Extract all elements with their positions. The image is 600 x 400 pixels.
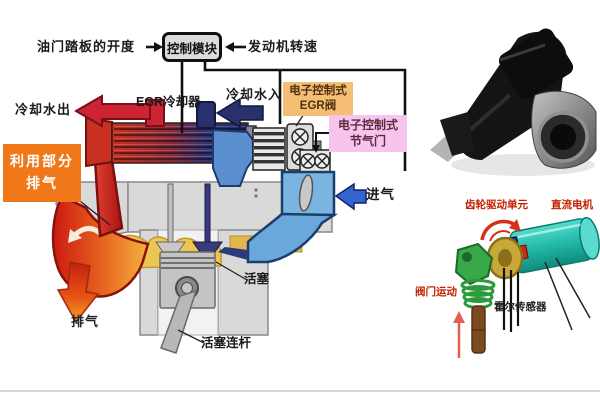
intake-port — [218, 247, 248, 260]
exhaust-label: 排气 — [71, 314, 100, 329]
valve-spring — [460, 279, 496, 309]
intake-duct — [246, 212, 339, 264]
valve-motion-label: 阀门运动 — [415, 286, 457, 298]
egr-valve-callout-line1: 电子控制式 — [289, 85, 347, 97]
hall-sensor-label: 霍尔传感器 — [494, 301, 547, 313]
motor-wire — [555, 257, 591, 319]
coolant-out-arrow — [73, 94, 165, 128]
throttle-butterfly — [298, 174, 314, 212]
throttle-callout-line1: 电子控制式 — [337, 118, 398, 132]
connecting-rod — [160, 289, 198, 354]
engine-speed-label: 发动机转速 — [248, 39, 319, 54]
egr-cooler-label: EGR冷却器 — [136, 95, 201, 109]
coolant-in-label: 冷却水入 — [226, 87, 283, 102]
pointer-lines — [79, 113, 305, 344]
egr-valve-photo — [430, 28, 597, 176]
pedal-arrowhead — [154, 42, 163, 52]
control-module-box: 控制模块 — [162, 32, 222, 62]
valve-lever — [454, 242, 494, 286]
actuator-mechanism — [453, 216, 600, 358]
pedal-opening-label: 油门踏板的开度 — [37, 39, 136, 54]
throttle-signal-arrowhead — [312, 145, 320, 153]
coolant-out-label: 冷却水出 — [15, 102, 72, 117]
hall-sensor-pins — [502, 268, 520, 332]
motor-wire — [544, 261, 573, 331]
coolant-in-arrow — [196, 97, 264, 129]
throttle-assembly — [280, 149, 336, 217]
connecting-rod-label: 活塞连杆 — [201, 336, 252, 350]
exhaust-reuse-line2: 排气 — [26, 175, 58, 191]
exhaust-reuse-line1: 利用部分 — [10, 153, 74, 170]
gear-drive-unit-label: 齿轮驱动单元 — [465, 199, 528, 211]
throttle-callout-line2: 节气门 — [349, 133, 386, 148]
throttle-signal-wire — [315, 132, 330, 145]
egr-valve-body — [212, 128, 254, 187]
piston-label: 活塞 — [244, 272, 270, 286]
speed-arrowhead — [225, 42, 234, 52]
exhaust-out-arrow — [56, 261, 100, 324]
intake-arrow — [334, 182, 367, 211]
throttle-callout-box: 电子控制式 节气门 — [329, 115, 407, 153]
egr-valve-callout-box: 电子控制式 EGR阀 — [283, 82, 353, 116]
exhaust-reuse-callout-box: 利用部分 排气 — [3, 144, 81, 202]
intake-label: 进气 — [366, 187, 395, 202]
egr-valve-callout-line2: EGR阀 — [299, 99, 337, 112]
dc-motor-label: 直流电机 — [551, 199, 593, 211]
